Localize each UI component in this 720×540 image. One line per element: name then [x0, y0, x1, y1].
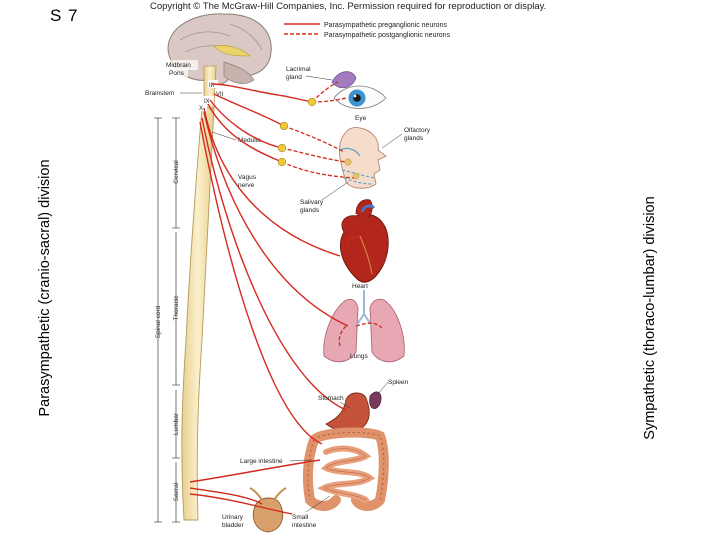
eye-label: Eye — [355, 115, 367, 122]
vagus-label-line1: Vagus — [238, 174, 257, 181]
otic-ganglion — [277, 157, 287, 167]
lungs — [323, 290, 405, 363]
sacral-bracket — [172, 462, 180, 523]
legend: Parasympathetic preganglionic neurons Pa… — [284, 22, 451, 39]
pons-label: Pons — [169, 70, 185, 77]
cranial-nerve-vii: VII — [216, 92, 224, 98]
olfactory-label-line1: Olfactory — [404, 127, 431, 134]
spinal-cord-shape — [181, 107, 215, 521]
slide-number: S 7 — [50, 6, 79, 25]
urinary-bladder — [249, 487, 287, 533]
spinal-cord-bracket-caps — [154, 117, 162, 523]
vagus-label-line2: nerve — [238, 182, 255, 189]
cerebellum — [223, 61, 255, 84]
lungs-label: Lungs — [350, 353, 368, 360]
copyright-notice: Copyright © The McGraw-Hill Companies, I… — [150, 1, 547, 12]
cervical-bracket — [172, 117, 180, 229]
spine-brackets — [154, 117, 180, 523]
cranial-nerve-x: X — [199, 106, 203, 112]
bladder-label-line1: Urinary — [222, 514, 244, 521]
bladder-label-line2: bladder — [222, 522, 245, 529]
legend-postganglionic-label: Parasympathetic postganglionic neurons — [324, 32, 451, 39]
legend-preganglionic-label: Parasympathetic preganglionic neurons — [324, 22, 447, 29]
cranial-nerve-iii: III — [209, 83, 214, 89]
olfactory-label-line2: glands — [404, 135, 424, 142]
small-intestine — [316, 445, 376, 503]
spleen — [369, 391, 382, 410]
midbrain-label: Midbrain — [166, 62, 191, 69]
face-profile — [339, 127, 387, 189]
lumbar-label: Lumbar — [173, 412, 180, 435]
medulla-label: Medulla — [238, 137, 261, 144]
brainstem-label: Brainstem — [145, 90, 174, 97]
thoracic-label: Thoracic — [173, 295, 180, 321]
large-intestine — [302, 427, 389, 511]
large-intestine-label: Large intestine — [240, 458, 283, 465]
small-intestine-label-line2: intestine — [292, 522, 317, 529]
preganglionic-nerves — [189, 83, 349, 515]
spleen-label: Spleen — [388, 379, 409, 386]
salivary-label-line1: Salivary — [300, 199, 324, 206]
ganglia — [277, 97, 317, 167]
pterygopalatine-ganglion — [279, 121, 289, 131]
submandibular-ganglion — [277, 143, 287, 153]
small-intestine-label-line1: Small — [292, 514, 309, 521]
heart — [340, 199, 389, 283]
lacrimal-gland — [331, 71, 357, 89]
lumbar-bracket — [172, 390, 180, 459]
thoracic-bracket — [172, 232, 180, 386]
spinal-cord — [181, 107, 215, 521]
eye — [333, 85, 387, 109]
ciliary-ganglion — [307, 97, 317, 107]
salivary-label-line2: glands — [300, 207, 320, 214]
heart-label: Heart — [352, 283, 368, 290]
sacral-label: Sacral — [173, 482, 180, 501]
corpus-callosum — [213, 45, 251, 57]
spinal-cord-label: Spinal cord — [155, 305, 162, 338]
lacrimal-label-line2: gland — [286, 74, 302, 81]
lacrimal-label-line1: Lacrimal — [286, 66, 311, 73]
stomach-label: Stomach — [318, 395, 344, 402]
cranial-nerve-ix: IX — [204, 99, 210, 105]
cervical-label: Cervical — [173, 160, 180, 184]
